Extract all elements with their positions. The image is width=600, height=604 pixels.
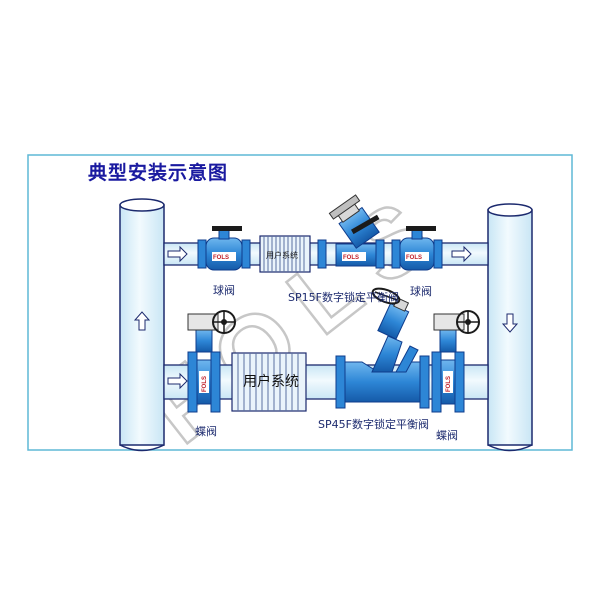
sp45f-balancing-valve: [335, 287, 430, 409]
flow-arrow-icon: [133, 311, 151, 331]
diagram-frame: [27, 154, 573, 451]
ball-valve-right-label: 球阀: [410, 285, 432, 298]
user-system-label-top: 用户系统: [266, 251, 298, 260]
handwheel-icon: [212, 310, 236, 334]
flow-arrow-icon: [167, 245, 188, 263]
brand-mark: FOLS: [446, 376, 452, 392]
sp15f-balancing-valve: [328, 194, 380, 249]
brand-mark: FOLS: [406, 255, 422, 261]
ball-valve-left: [197, 226, 251, 271]
butterfly-valve-right-label: 蝶阀: [436, 429, 458, 442]
handwheel-icon: [456, 310, 480, 334]
butterfly-valve-left-label: 蝶阀: [195, 425, 217, 438]
sp45f-valve-label: SP45F数字锁定平衡阀: [318, 418, 429, 431]
flow-arrow-icon: [451, 245, 472, 263]
butterfly-valve-left: [187, 310, 236, 413]
flow-arrow-icon: [167, 372, 188, 390]
lever-handle-icon: [351, 214, 380, 235]
flow-arrow-icon: [501, 313, 519, 333]
diagram-title: 典型安装示意图: [88, 162, 229, 184]
ball-valve-left-label: 球阀: [213, 284, 235, 297]
butterfly-valve-right: [431, 310, 480, 413]
user-system-label-bottom: 用户系统: [243, 374, 299, 390]
lever-handle-icon: [212, 226, 242, 231]
brand-mark: FOLS: [213, 255, 229, 261]
lever-handle-icon: [406, 226, 436, 231]
brand-mark: FOLS: [202, 376, 208, 392]
sp15f-valve-label: SP15F数字锁定平衡阀: [288, 291, 399, 304]
right-riser-pipe: [487, 203, 533, 452]
handwheel-icon: [371, 287, 401, 305]
top-user-system-coil: [259, 235, 311, 273]
ball-valve-right: [391, 226, 443, 271]
brand-mark: FOLS: [343, 255, 359, 261]
bottom-user-system-coil: [231, 352, 307, 412]
